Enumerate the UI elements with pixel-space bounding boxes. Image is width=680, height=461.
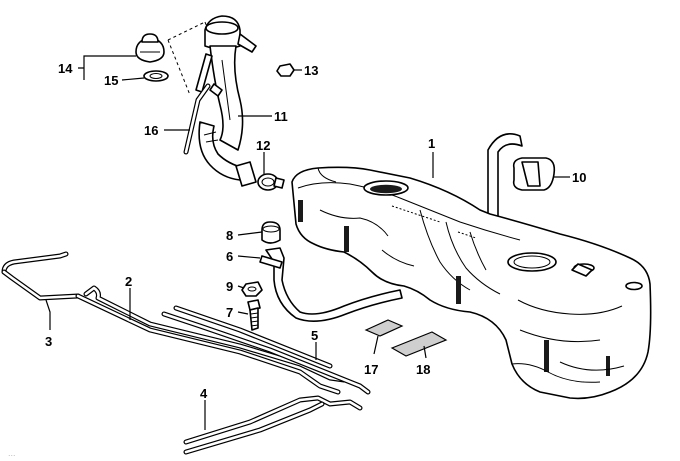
- hose-clamp: [257, 173, 285, 191]
- part-label-3: 3: [45, 334, 52, 349]
- part-label-17: 17: [364, 362, 378, 377]
- vent-pipe: [183, 83, 211, 155]
- foam-pad-large: [390, 331, 448, 357]
- filler-neck: [167, 15, 257, 187]
- leader-14: [78, 55, 136, 80]
- hex-nut: [276, 63, 295, 77]
- fuel-line-3: [1, 251, 81, 301]
- leader-6: [237, 255, 261, 259]
- leader-15: [121, 77, 145, 81]
- rubber-mount: [261, 221, 281, 244]
- part-label-14: 14: [58, 61, 73, 76]
- fuel-line-5: [161, 305, 371, 395]
- part-label-11: 11: [274, 109, 288, 124]
- rubber-insulator: [512, 157, 556, 191]
- part-label-10: 10: [572, 170, 586, 185]
- fuel-line-4: [183, 395, 363, 455]
- leader-18: [423, 345, 427, 359]
- part-label-1: 1: [428, 136, 435, 151]
- part-label-15: 15: [104, 73, 118, 88]
- leader-3: [45, 299, 51, 330]
- leader-17: [373, 335, 379, 355]
- part-label-8: 8: [226, 228, 233, 243]
- part-label-7: 7: [226, 305, 233, 320]
- leader-8: [237, 231, 263, 236]
- leader-7: [237, 311, 249, 315]
- part-label-6: 6: [226, 249, 233, 264]
- fuel-cap: [135, 33, 165, 63]
- washer-nut: [241, 281, 263, 297]
- part-label-4: 4: [200, 386, 208, 401]
- fuel-tank: [291, 166, 652, 400]
- bolt: [247, 299, 261, 331]
- fuel-line-2: [75, 285, 347, 395]
- cap-gasket: [143, 70, 169, 82]
- foam-pad-small: [364, 319, 404, 337]
- part-label-9: 9: [226, 279, 233, 294]
- part-label-16: 16: [144, 123, 158, 138]
- tank-strap: [259, 247, 403, 322]
- leader-9: [237, 285, 245, 289]
- part-label-18: 18: [416, 362, 430, 377]
- part-label-5: 5: [311, 328, 318, 343]
- part-label-13: 13: [304, 63, 318, 78]
- watermark-text: ...: [8, 448, 16, 458]
- part-label-12: 12: [256, 138, 270, 153]
- mounting-bracket: [487, 133, 523, 241]
- part-label-2: 2: [125, 274, 132, 289]
